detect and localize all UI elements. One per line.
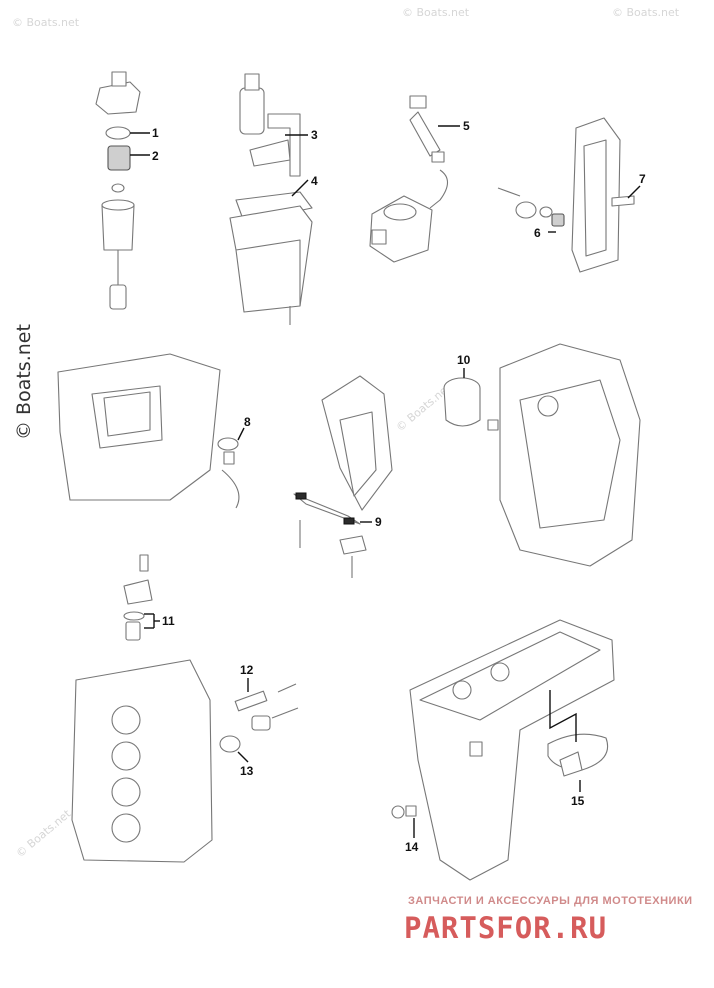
fuel-filter-assembly	[95, 71, 141, 310]
crankcase-assembly	[443, 343, 641, 567]
callout-2: 2	[152, 149, 159, 163]
watermark-top-left: © Boats.net	[12, 16, 80, 29]
gearcase-assembly	[391, 619, 615, 881]
cylinder-head-assembly	[71, 554, 299, 863]
callout-14: 14	[405, 840, 419, 854]
callout-10: 10	[457, 353, 471, 367]
watermark-vertical: © Boats.net	[13, 324, 35, 440]
callout-11: 11	[162, 614, 175, 628]
vapor-separator-assembly	[229, 73, 313, 325]
callout-1: 1	[152, 126, 159, 140]
callout-8: 8	[244, 415, 251, 429]
fuel-pump-assembly	[369, 95, 449, 263]
callout-15: 15	[571, 794, 585, 808]
bracket-plate-assembly	[497, 117, 635, 273]
callout-4: 4	[311, 174, 318, 188]
callout-9: 9	[375, 515, 382, 529]
callout-3: 3	[311, 128, 318, 142]
brand-logo: PARTSFOR.RU	[404, 911, 607, 945]
callout-6: 6	[534, 226, 541, 240]
watermark-bottom-left: © Boats.net	[14, 807, 74, 861]
callout-7: 7	[639, 172, 646, 186]
callout-5: 5	[463, 119, 470, 133]
brand-subtitle: ЗАПЧАСТИ И АКСЕССУАРЫ ДЛЯ МОТОТЕХНИКИ	[408, 895, 693, 907]
mount-bracket-assembly	[293, 375, 393, 578]
watermark-top-right: © Boats.net	[612, 6, 680, 19]
callout-13: 13	[240, 764, 254, 778]
oil-pan-assembly	[57, 353, 240, 509]
callout-12: 12	[240, 663, 254, 677]
watermark-top-center: © Boats.net	[402, 6, 470, 19]
